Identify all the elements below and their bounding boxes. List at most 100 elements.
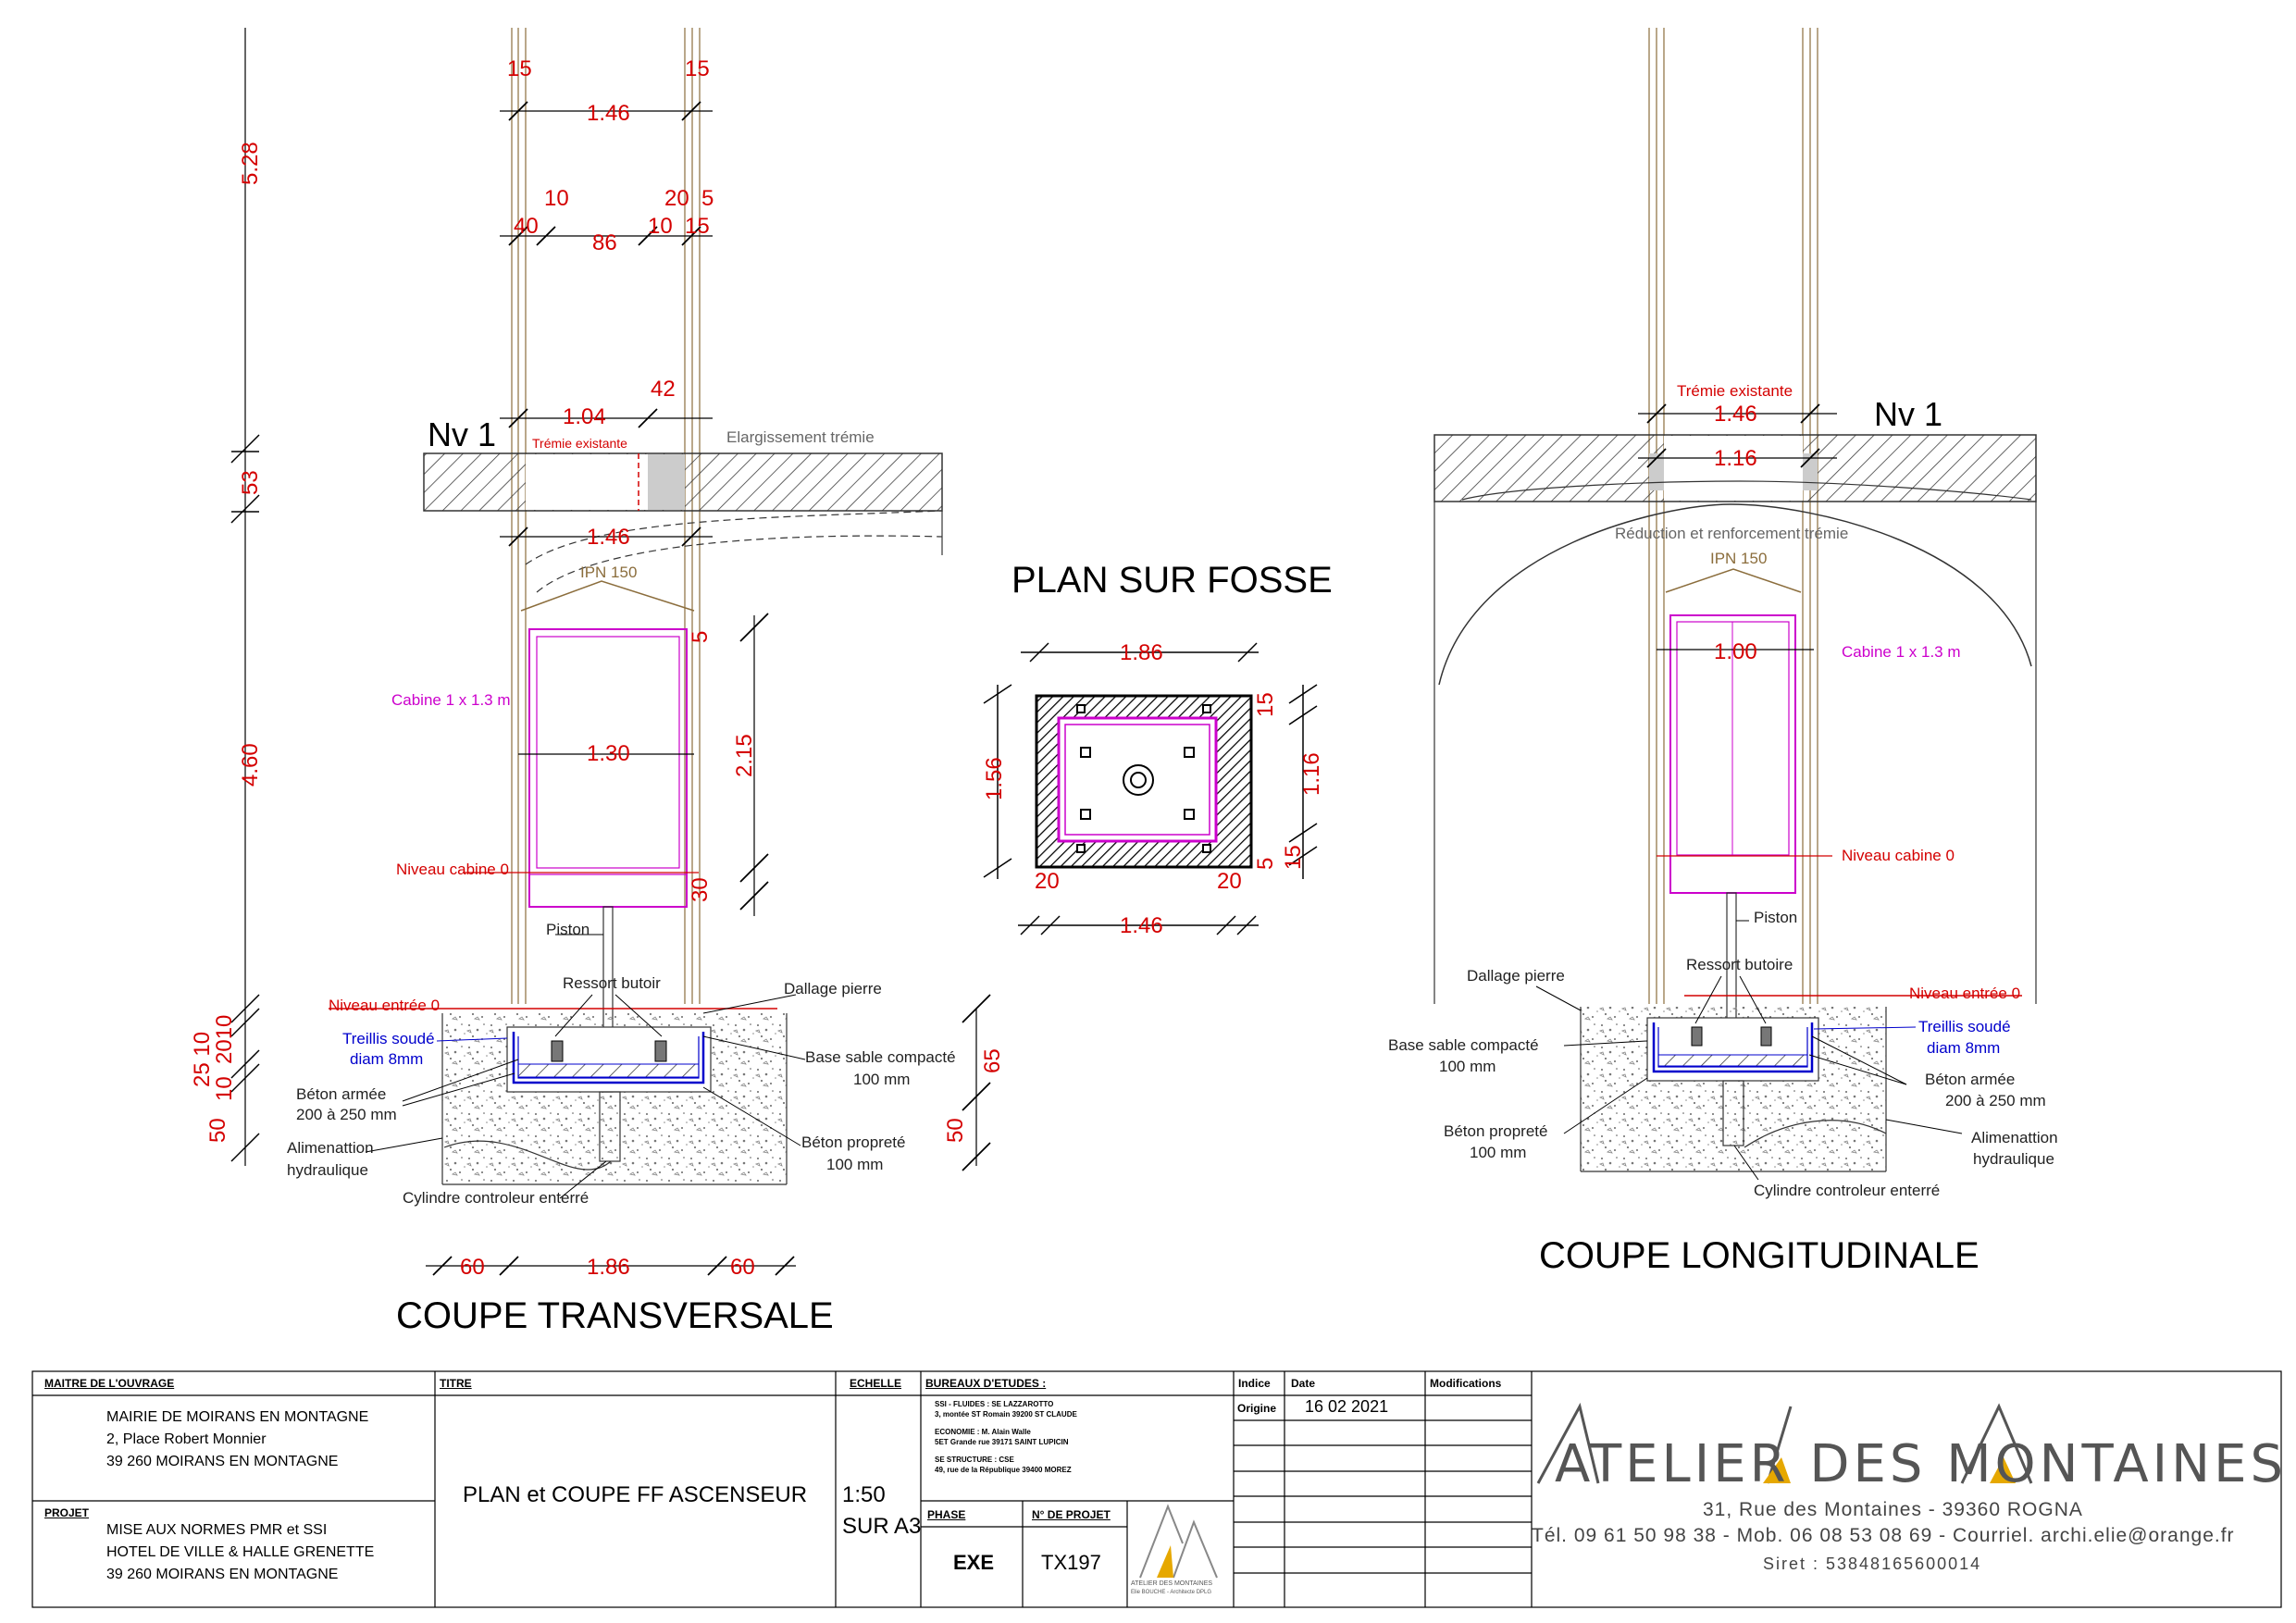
dim-t-86: 86 bbox=[592, 230, 617, 255]
label-elargissement: Elargissement trémie bbox=[726, 428, 875, 446]
label-cabine-left: Cabine 1 x 1.3 m bbox=[391, 691, 511, 709]
plan-sur-fosse: PLAN SUR FOSSE 1.86 1.56 15 1.16 5 bbox=[982, 560, 1333, 938]
level-nv1-left: Nv 1 bbox=[428, 415, 496, 453]
dim-t-20: 20 bbox=[664, 186, 689, 211]
maitre-block: MAIRIE DE MOIRANS EN MONTAGNE 2, Place R… bbox=[106, 1406, 368, 1473]
dim-t-10c: 10 bbox=[212, 1076, 237, 1101]
label-piston-left: Piston bbox=[546, 921, 590, 938]
maitre-header: MAITRE DE L'OUVRAGE bbox=[44, 1377, 175, 1390]
label-proprete1-left: Béton propreté bbox=[801, 1134, 905, 1151]
echelle-header: ECHELLE bbox=[850, 1377, 902, 1390]
atelier-logo-icon bbox=[1536, 1402, 2033, 1484]
dim-t-50: 50 bbox=[205, 1118, 230, 1143]
label-dallage-right: Dallage pierre bbox=[1467, 967, 1565, 985]
titre-header: TITRE bbox=[440, 1377, 472, 1390]
label-ressort-right: Ressort butoire bbox=[1686, 956, 1793, 973]
label-alim1-right: Alimenattion bbox=[1971, 1129, 2058, 1146]
label-cabine-right: Cabine 1 x 1.3 m bbox=[1842, 643, 1961, 661]
level-nv1-right: Nv 1 bbox=[1874, 395, 1942, 433]
dim-f-bottom: 1.46 bbox=[1120, 913, 1163, 938]
bureaux-line: ECONOMIE : M. Alain Walle bbox=[935, 1428, 1031, 1436]
label-niveau-entree-right: Niveau entrée 0 bbox=[1909, 985, 2020, 1002]
dim-t-528v: 5.28 bbox=[238, 142, 263, 185]
bureaux-header: BUREAUX D'ETUDES : bbox=[925, 1377, 1047, 1390]
dim-t-40: 40 bbox=[514, 214, 539, 239]
dim-l-116: 1.16 bbox=[1714, 446, 1757, 471]
label-alim2-right: hydraulique bbox=[1973, 1150, 2054, 1168]
dim-f-r5: 5 bbox=[1253, 858, 1278, 870]
label-beton1-right: Béton armée bbox=[1925, 1071, 2015, 1088]
dim-t-50b: 50 bbox=[943, 1118, 968, 1143]
projet-no-value: TX197 bbox=[1041, 1551, 1101, 1574]
dim-t-30: 30 bbox=[688, 877, 713, 902]
bureaux-block: SSI - FLUIDES : SE LAZZAROTTO 3, montée … bbox=[935, 1399, 1077, 1475]
dim-t-15a: 15 bbox=[507, 56, 532, 81]
echelle-value-2: SUR A3 bbox=[842, 1514, 922, 1539]
dim-f-r116: 1.16 bbox=[1299, 752, 1324, 796]
label-alim2-left: hydraulique bbox=[287, 1161, 368, 1179]
label-ipn-left: IPN 150 bbox=[580, 564, 637, 581]
bureaux-line: 3, montée ST Romain 39200 ST CLAUDE bbox=[935, 1410, 1077, 1419]
small-logo-subtext: Elie BOUCHE - Architecte DPLG bbox=[1131, 1590, 1212, 1595]
dim-t-215: 2.15 bbox=[732, 734, 757, 777]
label-treillis2-right: diam 8mm bbox=[1927, 1039, 2000, 1057]
dim-f-r15: 15 bbox=[1253, 692, 1278, 717]
label-niveau-cabine-left: Niveau cabine 0 bbox=[396, 861, 509, 878]
label-alim1-left: Alimenattion bbox=[287, 1139, 374, 1157]
label-treillis2-left: diam 8mm bbox=[350, 1050, 423, 1068]
dim-t-10: 10 bbox=[544, 186, 569, 211]
bureaux-line: SSI - FLUIDES : SE LAZZAROTTO bbox=[935, 1400, 1054, 1408]
label-niveau-entree-left: Niveau entrée 0 bbox=[329, 997, 440, 1014]
dim-t-2510: 25 10 bbox=[190, 1032, 215, 1087]
dim-l-100: 1.00 bbox=[1714, 639, 1757, 664]
label-beton2-left: 200 à 250 mm bbox=[296, 1106, 397, 1123]
dim-f-r15b: 15 bbox=[1281, 845, 1306, 870]
dim-t-15b: 15 bbox=[685, 56, 710, 81]
dim-f-b20b: 20 bbox=[1217, 869, 1242, 894]
label-cylindre-right: Cylindre controleur enterré bbox=[1754, 1182, 1940, 1199]
projet-block: MISE AUX NORMES PMR et SSI HOTEL DE VILL… bbox=[106, 1519, 374, 1586]
dim-f-b20a: 20 bbox=[1035, 869, 1060, 894]
small-logo-text: ATELIER DES MONTAINES bbox=[1131, 1580, 1213, 1587]
label-proprete1-right: Béton propreté bbox=[1444, 1122, 1547, 1140]
phase-value: EXE bbox=[953, 1551, 995, 1574]
coupe-longitudinale: Nv 1 COUPE LONGITUDINALE Trémie existant… bbox=[1388, 28, 2058, 1276]
dim-t-5: 5 bbox=[701, 186, 714, 211]
dim-t-186: 1.86 bbox=[587, 1255, 630, 1280]
projet-line: HOTEL DE VILLE & HALLE GRENETTE bbox=[106, 1544, 375, 1560]
bureaux-line: 5ET Grande rue 39171 SAINT LUPICIN bbox=[935, 1438, 1069, 1446]
label-beton2-right: 200 à 250 mm bbox=[1945, 1092, 2046, 1109]
projet-line: 39 260 MOIRANS EN MONTAGNE bbox=[106, 1567, 339, 1582]
dim-t-10b: 10 bbox=[648, 214, 673, 239]
dim-t-2010: 2010 bbox=[212, 1015, 237, 1064]
title-coupe-transversale: COUPE TRANSVERSALE bbox=[396, 1295, 834, 1336]
dim-t-460: 4.60 bbox=[238, 743, 263, 787]
dim-l-146: 1.46 bbox=[1714, 402, 1757, 427]
dim-t-65: 65 bbox=[980, 1048, 1005, 1073]
titleblock-frame bbox=[31, 1370, 2282, 1608]
bureaux-line: SE STRUCTURE : CSE bbox=[935, 1456, 1014, 1464]
origine-label: Origine bbox=[1237, 1402, 1277, 1415]
label-proprete2-left: 100 mm bbox=[826, 1156, 883, 1173]
dim-t-104: 1.04 bbox=[563, 404, 606, 429]
dim-t-146b: 1.46 bbox=[587, 525, 630, 550]
label-base1-left: Base sable compacté bbox=[805, 1048, 956, 1066]
label-base2-left: 100 mm bbox=[853, 1071, 910, 1088]
label-piston-right: Piston bbox=[1754, 909, 1797, 926]
label-beton1-left: Béton armée bbox=[296, 1085, 386, 1103]
dim-t-146a: 1.46 bbox=[587, 101, 630, 126]
coupe-transversale: Nv 1 COUPE TRANSVERSALE Trémie existante… bbox=[190, 28, 1005, 1336]
phase-header: PHASE bbox=[927, 1508, 966, 1521]
label-niveau-cabine-right: Niveau cabine 0 bbox=[1842, 847, 1955, 864]
title-plan-fosse: PLAN SUR FOSSE bbox=[1011, 560, 1333, 601]
indice-header: Indice bbox=[1238, 1377, 1271, 1390]
label-treillis1-right: Treillis soudé bbox=[1918, 1018, 2011, 1035]
dim-t-15c: 15 bbox=[685, 214, 710, 239]
dim-t-53: 53 bbox=[238, 470, 263, 495]
dim-f-left: 1.56 bbox=[982, 757, 1007, 800]
maitre-line: 39 260 MOIRANS EN MONTAGNE bbox=[106, 1454, 339, 1469]
label-tremie-right: Trémie existante bbox=[1677, 382, 1793, 400]
company-name: ATELIER DES MONTAINES bbox=[1555, 1434, 2287, 1494]
drawing-title: PLAN et COUPE FF ASCENSEUR bbox=[463, 1482, 808, 1507]
label-cylindre-left: Cylindre controleur enterré bbox=[403, 1189, 589, 1207]
